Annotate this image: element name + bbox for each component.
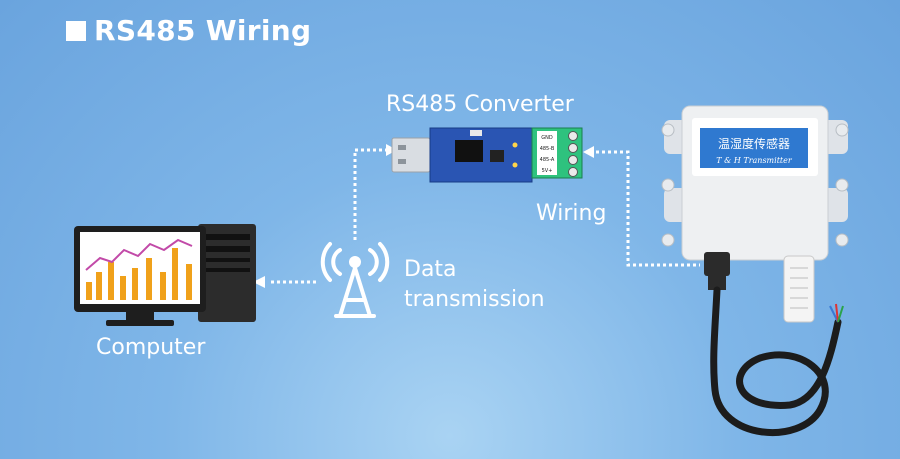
data-label-line2: transmission (404, 287, 545, 312)
data-label-line1: Data (404, 257, 457, 282)
rs485-converter: GND 485-B 485-A 5V+ (391, 127, 583, 183)
computer-icon (74, 224, 256, 326)
antenna-to-converter-line (353, 148, 388, 240)
connection-lines (268, 148, 700, 284)
terminal-label-a: 485-A (540, 157, 555, 163)
screen-chart-bars (86, 248, 192, 300)
wireless-antenna-icon (320, 242, 390, 318)
data-transmission-label: Data transmission (404, 255, 545, 315)
transmitter-name-en: T & H Transmitter (716, 156, 793, 165)
terminal-label-gnd: GND (541, 135, 553, 141)
title-text: RS485 Wiring (94, 14, 312, 47)
sensor-cable (710, 286, 842, 437)
arrow-from-transmitter-icon (583, 146, 594, 158)
transmitter-name-cn: 温湿度传感器 (718, 136, 790, 151)
diagram-title: RS485 Wiring (66, 14, 311, 47)
wiring-label: Wiring (536, 201, 607, 226)
screen-chart-line (85, 238, 193, 271)
terminal-label-5v: 5V+ (542, 168, 553, 174)
transmitter-label (700, 128, 808, 168)
title-square-icon (66, 20, 86, 41)
terminal-label-b: 485-B (540, 146, 555, 152)
converter-label: RS485 Converter (386, 92, 574, 117)
arrow-to-computer-icon (253, 276, 265, 288)
th-transmitter: 温湿度传感器 T & H Transmitter (661, 105, 849, 437)
converter-chip (455, 140, 483, 162)
computer-label: Computer (96, 335, 206, 360)
cable-gland (704, 252, 730, 276)
transmitter-to-converter-line (596, 150, 700, 267)
